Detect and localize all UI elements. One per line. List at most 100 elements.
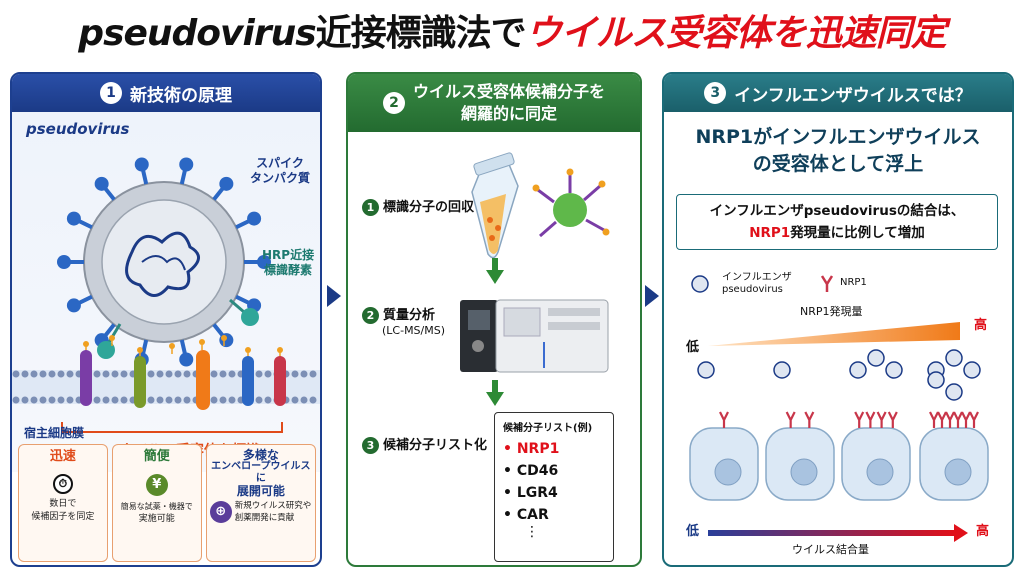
list-item: • NRP1	[503, 441, 560, 457]
hrp-label: HRP近接 標識酵素	[262, 248, 314, 278]
result-box: インフルエンザpseudovirusの結合は、 NRP1発現量に比例して増加	[676, 194, 998, 250]
tube-icon	[471, 152, 519, 259]
panel-principle: 1 新技術の原理	[10, 72, 322, 567]
result-line2-rest: 発現量に比例して増加	[790, 225, 925, 241]
result-line2: NRP1発現量に比例して増加	[677, 222, 997, 244]
title-goal: ウイルス受容体を迅速同定	[525, 13, 947, 54]
panel2-number: 2	[382, 92, 405, 114]
step-3-number: 3	[362, 437, 379, 454]
step-2-sub: (LC-MS/MS)	[382, 324, 446, 337]
feature-rapid-heading: 迅速	[49, 449, 76, 464]
feature-rapid: 迅速 ⏱ 数日で 候補因子を同定	[18, 444, 108, 562]
list-item: • LGR4	[503, 485, 558, 501]
result-nrp1: NRP1	[749, 225, 791, 241]
title-pseudovirus: pseudovirus	[78, 13, 316, 54]
list-item: • CD46	[503, 463, 559, 479]
panel1-heading: 新技術の原理	[130, 85, 232, 106]
panel-identification: 2 ウイルス受容体候補分子を 網羅的に同定	[346, 72, 642, 567]
arrow-panel2-to-3	[645, 285, 659, 307]
cell-icons	[689, 349, 989, 501]
mass-spectrometer-icon	[460, 299, 609, 373]
hrp-label-line1: HRP近接	[262, 248, 315, 262]
expression-gradient	[708, 322, 960, 346]
spike-label: スパイク タンパク質	[250, 156, 310, 186]
nrp1-expression-label: NRP1発現量	[800, 305, 863, 318]
arrow-down-2	[486, 380, 504, 406]
list-item-text: LGR4	[516, 485, 558, 501]
feature-versatile: 多様な エンベロープウイルスに 展開可能 ⊕ 新規ウイルス研究や 創薬開発に貢献	[205, 444, 316, 562]
binding-label: ウイルス結合量	[792, 543, 869, 556]
binding-high: 高	[976, 524, 990, 539]
feature-rapid-text: 数日で 候補因子を同定	[22, 498, 104, 524]
step-2-label: 質量分析	[383, 308, 436, 323]
step-1: 1 標識分子の回収	[362, 196, 474, 216]
feature-simple-heading: 簡便	[143, 449, 170, 464]
stopwatch-icon: ⏱	[52, 474, 73, 494]
arrow-panel1-to-2	[327, 285, 341, 307]
list-item-text: CAR	[516, 507, 549, 523]
binding-low: 低	[686, 524, 700, 539]
binding-illustration	[689, 275, 989, 542]
spike-label-line1: スパイク	[256, 156, 304, 170]
step-1-label: 標識分子の回収	[383, 200, 475, 215]
feature-versatile-text: ⊕ 新規ウイルス研究や 創薬開発に貢献	[209, 500, 312, 524]
list-item-text: CD46	[516, 463, 559, 479]
panel3-heading: インフルエンザウイルスでは？	[734, 85, 972, 106]
binding-arrow-head	[954, 524, 968, 542]
title-method: 近接標識法で	[315, 13, 527, 54]
feature-versatile-heading: 多様な エンベロープウイルスに 展開可能	[210, 449, 312, 497]
legend-virus-label: インフルエンザ pseudovirus	[722, 272, 792, 296]
virus-icon	[83, 181, 245, 343]
legend-nrp1-icon	[820, 275, 834, 292]
feature-versatile-heading1: 多様な	[242, 448, 279, 462]
panel1-number: 1	[100, 82, 122, 104]
step-1-number: 1	[362, 199, 379, 216]
feature-rapid-line2: 候補因子を同定	[31, 512, 95, 522]
step-2-number: 2	[362, 307, 379, 324]
pseudovirus-label: pseudovirus	[26, 120, 130, 138]
spike-icons	[57, 157, 271, 367]
feature-versatile-heading3: 展開可能	[236, 484, 285, 498]
membrane-icon	[12, 370, 320, 404]
list-more: ⋮	[525, 524, 539, 540]
workflow-illustration	[460, 152, 610, 373]
step-2: 2 質量分析 (LC-MS/MS)	[362, 304, 445, 337]
candidate-list: 候補分子リスト(例) • NRP1 • CD46 • LGR4 • CAR ⋮	[494, 412, 614, 562]
principle-diagram: pseudovirus スパイク タンパク質 HRP近接 標識酵素 宿主細胞膜 …	[12, 112, 320, 472]
feature-row: 迅速 ⏱ 数日で 候補因子を同定 簡便 ¥ 簡易な試薬・機器で 実施可能 多様な…	[18, 444, 316, 562]
pseudovirus-illustration	[12, 157, 320, 433]
panel2-header: 2 ウイルス受容体候補分子を 網羅的に同定	[348, 74, 640, 132]
feature-rapid-line1: 数日で	[49, 499, 77, 509]
panel1-header: 1 新技術の原理	[12, 74, 320, 112]
page-title: pseudovirus近接標識法でウイルス受容体を迅速同定	[0, 6, 1024, 62]
feature-simple-line1: 簡易な試薬・機器で	[120, 502, 193, 511]
panel3-header: 3 インフルエンザウイルスでは？	[664, 74, 1012, 112]
receptor-icons	[80, 350, 286, 410]
labeled-molecule-icon	[532, 168, 610, 238]
step-3-label: 候補分子リスト化	[383, 438, 488, 453]
binding-gradient-bar	[708, 530, 954, 536]
panel2-heading-line1: ウイルス受容体候補分子を	[412, 82, 605, 101]
panel3-headline: NRP1がインフルエンザウイルス の受容体として浮上	[664, 124, 1012, 178]
step-3: 3 候補分子リスト化	[362, 434, 487, 454]
feature-simple: 簡便 ¥ 簡易な試薬・機器で 実施可能	[111, 444, 202, 562]
legend-nrp1-label: NRP1	[840, 277, 867, 288]
candidate-list-heading: 候補分子リスト(例)	[503, 423, 593, 434]
feature-versatile-line2: 創薬開発に貢献	[234, 513, 295, 523]
expression-high: 高	[974, 318, 988, 333]
feature-simple-text: 簡易な試薬・機器で 実施可能	[116, 500, 198, 526]
expression-low: 低	[686, 340, 700, 355]
panel-influenza: 3 インフルエンザウイルスでは？ NRP1がインフルエンザウイルス の受容体とし…	[662, 72, 1014, 567]
arrow-down-1	[486, 258, 504, 284]
hrp-label-line2: 標識酵素	[264, 263, 313, 277]
feature-versatile-line1: 新規ウイルス研究や	[234, 501, 312, 511]
headline-line1: NRP1がインフルエンザウイルス	[695, 126, 981, 148]
hrp-enzyme-icon	[97, 298, 259, 359]
spike-label-line2: タンパク質	[250, 171, 311, 185]
list-item-text: NRP1	[516, 441, 560, 457]
panel2-heading-line2: 網羅的に同定	[460, 104, 557, 123]
yen-icon: ¥	[145, 474, 168, 496]
membrane-label: 宿主細胞膜	[24, 426, 85, 440]
list-item: • CAR	[503, 507, 549, 523]
result-line1: インフルエンザpseudovirusの結合は、	[709, 203, 965, 219]
